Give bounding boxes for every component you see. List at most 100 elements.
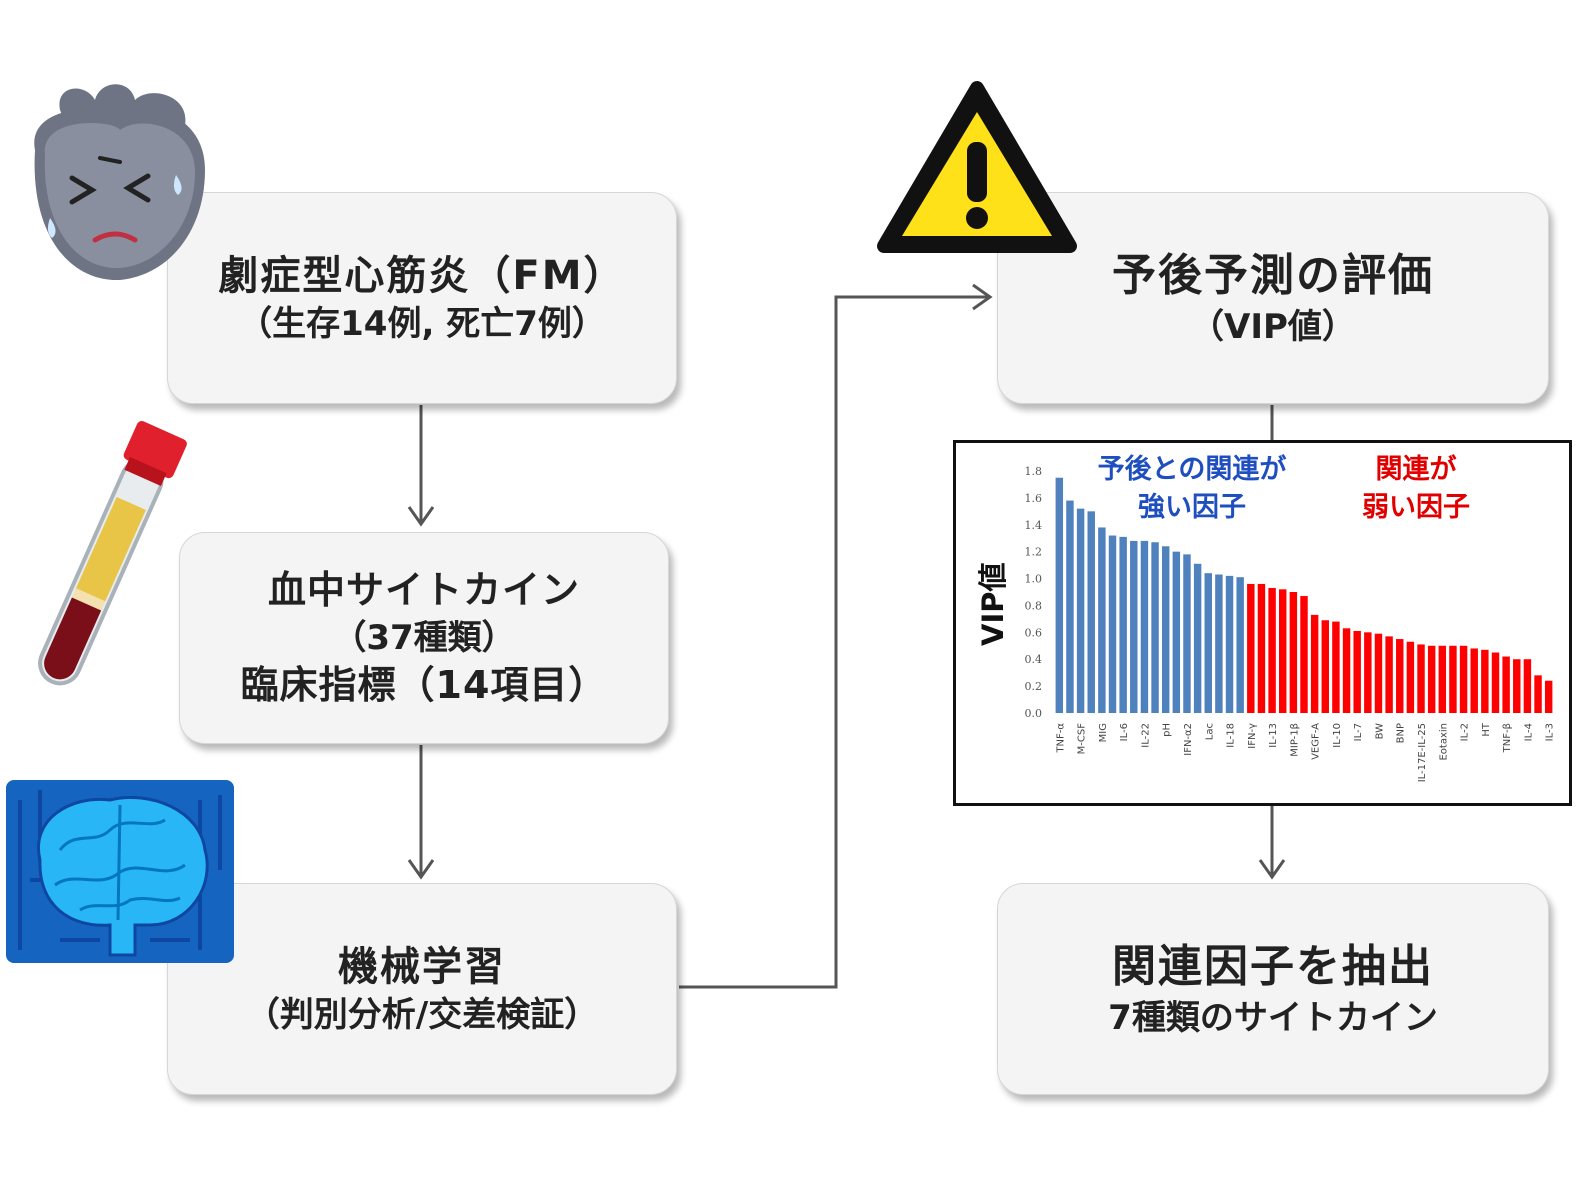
x-tick-label: BW (1374, 723, 1385, 740)
vip-bar (1130, 540, 1138, 713)
arrowhead-2 (407, 859, 435, 880)
vip-bar (1215, 574, 1223, 713)
ml-subtitle: （判別分析/交差検証） (245, 994, 599, 1035)
vip-bar (1459, 645, 1468, 713)
eval-box: 予後予測の評価 （VIP値） (997, 192, 1549, 404)
vip-bar (1406, 641, 1415, 713)
x-tick-label: IL-3 (1545, 723, 1556, 741)
x-tick-label: IL-18 (1226, 723, 1237, 748)
vip-bar (1427, 645, 1436, 713)
vip-bar (1544, 680, 1553, 713)
vip-bar (1523, 659, 1532, 713)
x-tick-label: MIG (1098, 723, 1109, 742)
extract-subtitle: 7種類のサイトカイン (1108, 997, 1438, 1038)
x-tick-label: TNF-α (1055, 723, 1066, 754)
x-tick-label: IL-6 (1119, 723, 1130, 741)
x-tick-label: M-CSF (1077, 723, 1088, 755)
vip-bar (1289, 592, 1298, 713)
vip-bar (1066, 500, 1074, 713)
x-tick-label: TNF-β (1502, 723, 1513, 753)
y-tick-label: 0.4 (1025, 653, 1043, 666)
arrow-ml-to-eval (679, 295, 990, 989)
x-tick-label: pH (1162, 723, 1173, 737)
vip-bar (1119, 536, 1127, 713)
vip-bar (1204, 573, 1212, 713)
y-tick-label: 1.0 (1025, 573, 1043, 586)
y-tick-label: 1.8 (1025, 465, 1043, 478)
vip-bar (1151, 542, 1159, 713)
x-tick-label: IL-7 (1353, 723, 1364, 741)
vip-bar (1055, 477, 1064, 713)
vip-bar (1438, 645, 1447, 713)
vip-bar (1076, 508, 1085, 713)
x-tick-label: IL-13 (1268, 723, 1279, 748)
x-tick-label: IL-22 (1140, 723, 1151, 748)
x-tick-label: Lac (1204, 723, 1215, 740)
x-tick-label: HT (1481, 722, 1492, 737)
vip-bar (1470, 648, 1478, 713)
vip-bar (1353, 630, 1361, 713)
extract-title: 関連因子を抽出 (1112, 941, 1434, 993)
fm-subtitle: （生存14例, 死亡7例） (238, 303, 606, 344)
vip-bar (1534, 675, 1542, 713)
y-tick-label: 0.0 (1025, 707, 1043, 720)
x-tick-label: IL-17E-IL-25 (1417, 723, 1428, 782)
x-tick-label: IFN-γ (1247, 723, 1258, 749)
x-tick-label: MIP-1β (1289, 723, 1300, 757)
strong-factor-annotation: 予後との関連が 強い因子 (1097, 454, 1287, 523)
vip-bar (1172, 551, 1181, 713)
vip-bar (1417, 644, 1425, 713)
vip-bar (1491, 652, 1500, 713)
arrowhead-1 (407, 506, 435, 527)
vip-bar (1087, 511, 1095, 713)
vip-bar (1374, 633, 1383, 713)
vip-bar (1279, 589, 1287, 713)
vip-bar (1342, 628, 1351, 713)
y-tick-label: 0.2 (1025, 680, 1043, 693)
eval-subtitle: （VIP値） (1190, 306, 1356, 347)
heart-character-icon (34, 84, 206, 281)
arrowhead-3 (972, 283, 993, 311)
vip-bar (1098, 527, 1106, 713)
x-tick-label: Eotaxin (1438, 723, 1449, 761)
x-tick-label: BNP (1396, 723, 1407, 743)
x-tick-label: IL-2 (1460, 723, 1471, 741)
y-tick-label: 1.6 (1025, 492, 1043, 505)
vip-bar (1247, 583, 1255, 713)
vip-bar (1310, 614, 1319, 713)
fm-box: 劇症型心筋炎（FM） （生存14例, 死亡7例） (167, 192, 677, 404)
vip-bar (1257, 583, 1266, 713)
x-tick-label: IL-4 (1523, 723, 1534, 741)
y-tick-label: 0.8 (1025, 599, 1043, 612)
y-tick-label: 1.2 (1025, 546, 1043, 559)
weak-factor-annotation: 関連が 弱い因子 (1362, 454, 1470, 523)
warning-icon (877, 81, 1077, 253)
x-tick-label: VEGF-A (1311, 723, 1322, 760)
cytokine-title: 血中サイトカイン (267, 567, 580, 612)
vip-bar (1321, 620, 1329, 713)
vip-bar (1193, 563, 1202, 713)
blood-tube-icon (38, 420, 187, 686)
vip-bar (1332, 621, 1340, 713)
fm-title: 劇症型心筋炎（FM） (218, 252, 626, 299)
extract-box: 関連因子を抽出 7種類のサイトカイン (997, 883, 1549, 1095)
cytokine-count: （37種類） (332, 617, 516, 658)
vip-bar (1513, 659, 1521, 713)
vip-bar (1236, 577, 1244, 713)
vip-bar (1396, 639, 1404, 713)
vip-bar (1300, 596, 1308, 713)
eval-title: 予後予測の評価 (1112, 250, 1434, 302)
vip-bar (1183, 554, 1191, 713)
vip-bar (1502, 656, 1510, 713)
vip-bar (1481, 649, 1489, 713)
clinical-index: 臨床指標（14項目） (240, 663, 608, 708)
x-tick-label: IFN-α2 (1183, 723, 1194, 756)
ai-brain-icon (6, 780, 234, 963)
ml-title: 機械学習 (338, 943, 506, 990)
vip-bar (1449, 645, 1457, 713)
vip-bar (1161, 546, 1170, 713)
